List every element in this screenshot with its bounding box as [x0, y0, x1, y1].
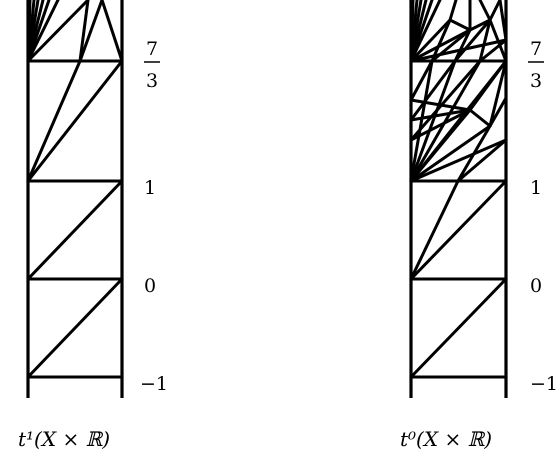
tick-label-minus-1: −1	[530, 373, 558, 395]
diagonal	[26, 59, 82, 183]
tick-label-1: 1	[530, 177, 542, 199]
diagonal	[26, 179, 124, 281]
tick-label-7-3-num: 7	[146, 38, 158, 60]
diagonal	[409, 179, 460, 281]
tick-label-minus-1: −1	[140, 373, 168, 395]
tick-label-7-3-den: 3	[530, 70, 542, 92]
diagonal	[26, 277, 124, 379]
diagonal	[409, 277, 508, 379]
left-tick-labels: 7 3 1 0 −1	[140, 38, 168, 395]
right-tick-labels: 7 3 1 0 −1	[528, 38, 558, 395]
tick-label-0: 0	[144, 275, 156, 297]
panel-caption-left: t¹(X × ℝ)	[18, 427, 110, 451]
panel-left	[26, 0, 124, 398]
tick-label-0: 0	[530, 275, 542, 297]
tick-label-7-3-den: 3	[146, 70, 158, 92]
upper-mesh	[409, 0, 508, 63]
diagonal	[26, 59, 124, 183]
middle-mesh	[409, 59, 508, 183]
panel-right	[409, 0, 508, 398]
tick-label-7-3-num: 7	[530, 38, 542, 60]
panel-caption-right: t⁰(X × ℝ)	[400, 427, 492, 451]
diagonal	[409, 179, 508, 281]
upper-fan	[26, 0, 124, 63]
tick-label-1: 1	[144, 177, 156, 199]
